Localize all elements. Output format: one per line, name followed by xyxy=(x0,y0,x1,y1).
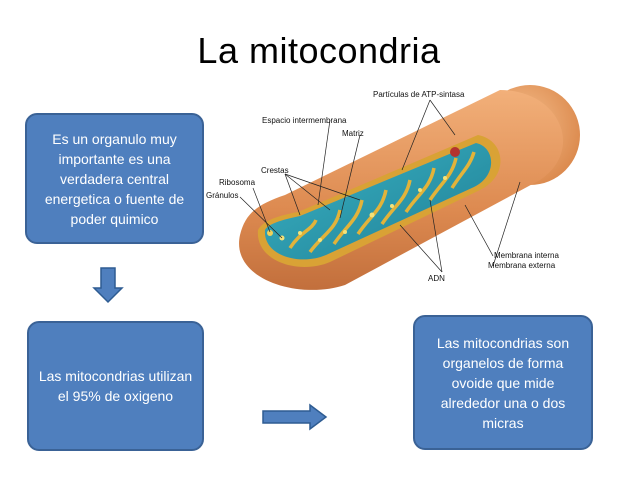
info-box-organulo-text: Es un organulo muy importante es una ver… xyxy=(44,130,185,227)
dna-granule xyxy=(450,147,460,157)
leader-lines xyxy=(239,99,521,273)
label-membrana-externa: Membrana externa xyxy=(488,261,556,270)
label-espacio-intermembrana: Espacio intermembrana xyxy=(262,116,347,125)
info-box-oxigeno: Las mitocondrias utilizan el 95% de oxig… xyxy=(27,321,204,451)
info-box-oxigeno-text: Las mitocondrias utilizan el 95% de oxig… xyxy=(38,368,193,404)
label-matriz: Matriz xyxy=(342,129,364,138)
ribosome-dot xyxy=(267,230,273,236)
mitochondrion xyxy=(239,85,580,290)
label-granulos: Gránulos xyxy=(206,191,238,200)
info-box-organulo: Es un organulo muy importante es una ver… xyxy=(25,113,204,244)
label-adn: ADN xyxy=(428,274,445,283)
label-membrana-interna: Membrana interna xyxy=(494,251,559,260)
page-title: La mitocondria xyxy=(197,30,441,71)
right-arrow xyxy=(262,403,328,431)
cristae xyxy=(288,151,476,254)
down-arrow xyxy=(92,267,124,304)
granules xyxy=(279,176,447,242)
label-atp-sintasa: Partículas de ATP-sintasa xyxy=(373,90,465,99)
label-ribosoma: Ribosoma xyxy=(219,178,256,187)
label-crestas: Crestas xyxy=(261,166,289,175)
info-box-forma: Las mitocondrias son organelos de forma … xyxy=(413,315,593,450)
info-box-forma-text: Las mitocondrias son organelos de forma … xyxy=(436,334,570,431)
